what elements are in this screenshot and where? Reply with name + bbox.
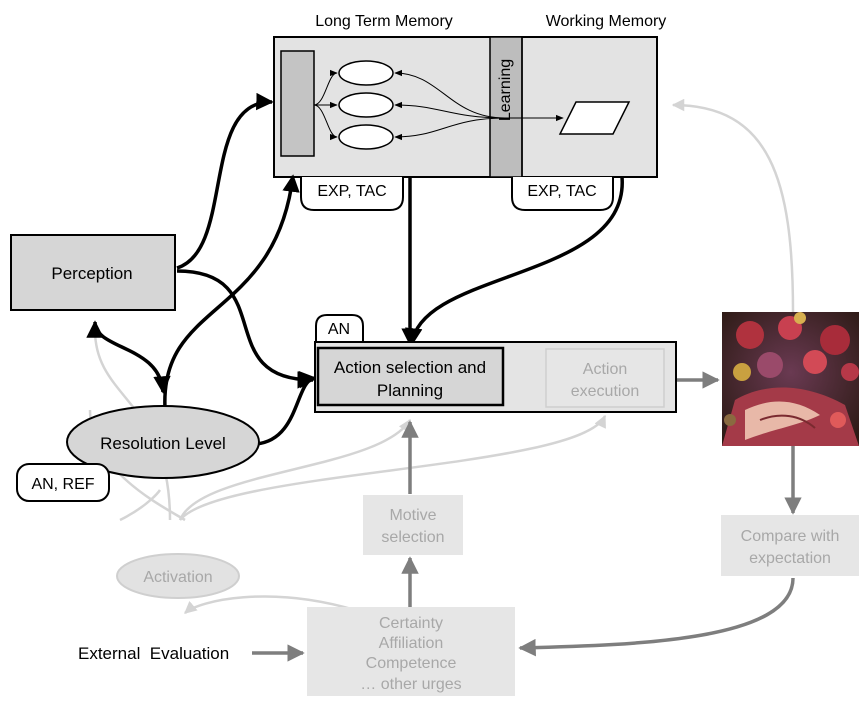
- action-execution-box: [545, 348, 665, 408]
- ltm-input-bar: [280, 50, 315, 157]
- svg-text:Affiliation: Affiliation: [379, 635, 444, 652]
- svg-text:Activation: Activation: [143, 569, 212, 586]
- gray-connections: [252, 369, 802, 662]
- svg-text:selection: selection: [381, 529, 444, 546]
- resolution-level-label: Resolution Level: [100, 434, 226, 453]
- svg-text:Motive: Motive: [389, 507, 436, 524]
- svg-text:expectation: expectation: [749, 550, 831, 567]
- svg-text:AN: AN: [328, 321, 350, 338]
- learning-label: Learning: [497, 59, 514, 121]
- external-evaluation-label: External Evaluation: [78, 644, 229, 663]
- faded-connections: [88, 98, 795, 614]
- action-module: Action selection and Planning Action exe…: [314, 341, 677, 413]
- svg-text:Planning: Planning: [377, 381, 443, 400]
- svg-text:Competence: Competence: [366, 655, 457, 672]
- environment-painting-image: [722, 312, 859, 446]
- motive-selection-box: Motive selection: [363, 495, 463, 555]
- learning-bar: [489, 36, 523, 178]
- svg-text:Action: Action: [583, 361, 627, 378]
- memory-node-1: [338, 60, 394, 86]
- svg-text:Action selection and: Action selection and: [334, 358, 486, 377]
- action-selection-box: [316, 346, 505, 407]
- svg-text:execution: execution: [571, 383, 640, 400]
- svg-text:… other urges: … other urges: [360, 676, 461, 693]
- svg-text:Compare with: Compare with: [741, 528, 840, 545]
- compare-box: Compare with expectation: [721, 515, 859, 576]
- ltm-tag: EXP, TAC: [300, 177, 404, 211]
- perception-label: Perception: [51, 264, 132, 283]
- wm-tag: EXP, TAC: [511, 177, 614, 211]
- urges-box: Certainty Affiliation Competence … other…: [307, 607, 515, 696]
- svg-text:EXP, TAC: EXP, TAC: [317, 183, 386, 200]
- memory-node-3: [338, 124, 394, 150]
- action-tag: AN: [315, 314, 364, 342]
- svg-text:AN, REF: AN, REF: [31, 476, 94, 493]
- memory-block: Long Term Memory Working Memory Learning: [273, 13, 667, 178]
- working-memory-label: Working Memory: [546, 13, 667, 30]
- svg-text:EXP, TAC: EXP, TAC: [527, 183, 596, 200]
- resolution-level: Resolution Level: [66, 405, 260, 479]
- working-memory-item: [558, 101, 631, 135]
- long-term-memory-label: Long Term Memory: [315, 13, 453, 30]
- black-connections: [86, 92, 624, 446]
- activation-node: Activation: [116, 553, 240, 599]
- svg-text:Certainty: Certainty: [379, 615, 443, 632]
- memory-node-2: [338, 92, 394, 118]
- resolution-tag: AN, REF: [16, 463, 110, 502]
- perception-box: Perception: [10, 234, 176, 311]
